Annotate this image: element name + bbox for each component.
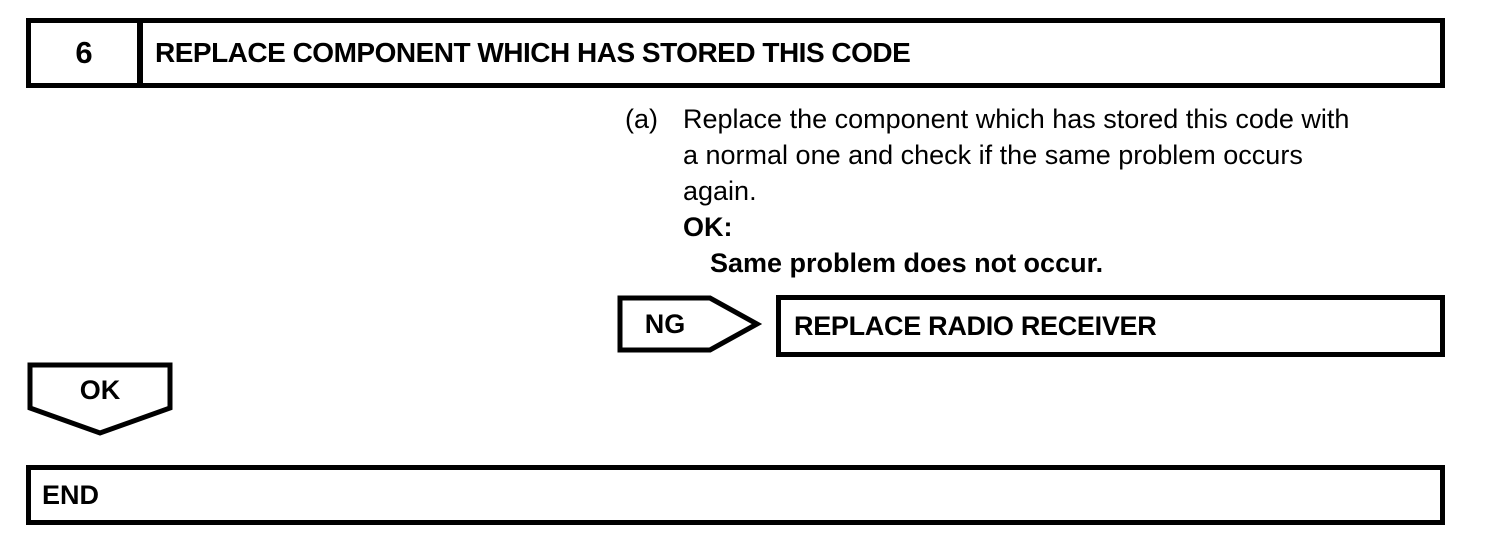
ng-label: NG <box>644 308 686 339</box>
step-header-box: 6 REPLACE COMPONENT WHICH HAS STORED THI… <box>26 18 1445 88</box>
instruction-block: (a) Replace the component which has stor… <box>625 101 1455 281</box>
end-box: END <box>26 465 1445 525</box>
instruction-line-1: Replace the component which has stored t… <box>683 104 1350 134</box>
step-title: REPLACE COMPONENT WHICH HAS STORED THIS … <box>155 37 911 68</box>
ok-condition-text: Same problem does not occur. <box>710 248 1104 278</box>
instruction-paragraph: Replace the component which has stored t… <box>683 101 1455 209</box>
ok-condition-label: OK: <box>683 212 733 242</box>
ng-arrow-shape <box>617 295 763 353</box>
instruction-line-3: again. <box>683 176 757 206</box>
step-number: 6 <box>31 23 143 83</box>
ok-pointer-shape <box>27 362 173 436</box>
ng-action-box: REPLACE RADIO RECEIVER <box>776 295 1445 357</box>
ok-pointer-label: OK <box>79 374 121 405</box>
instruction-row: (a) Replace the component which has stor… <box>625 101 1455 209</box>
instruction-marker: (a) <box>625 104 658 134</box>
instruction-line-2: a normal one and check if the same probl… <box>683 140 1303 170</box>
